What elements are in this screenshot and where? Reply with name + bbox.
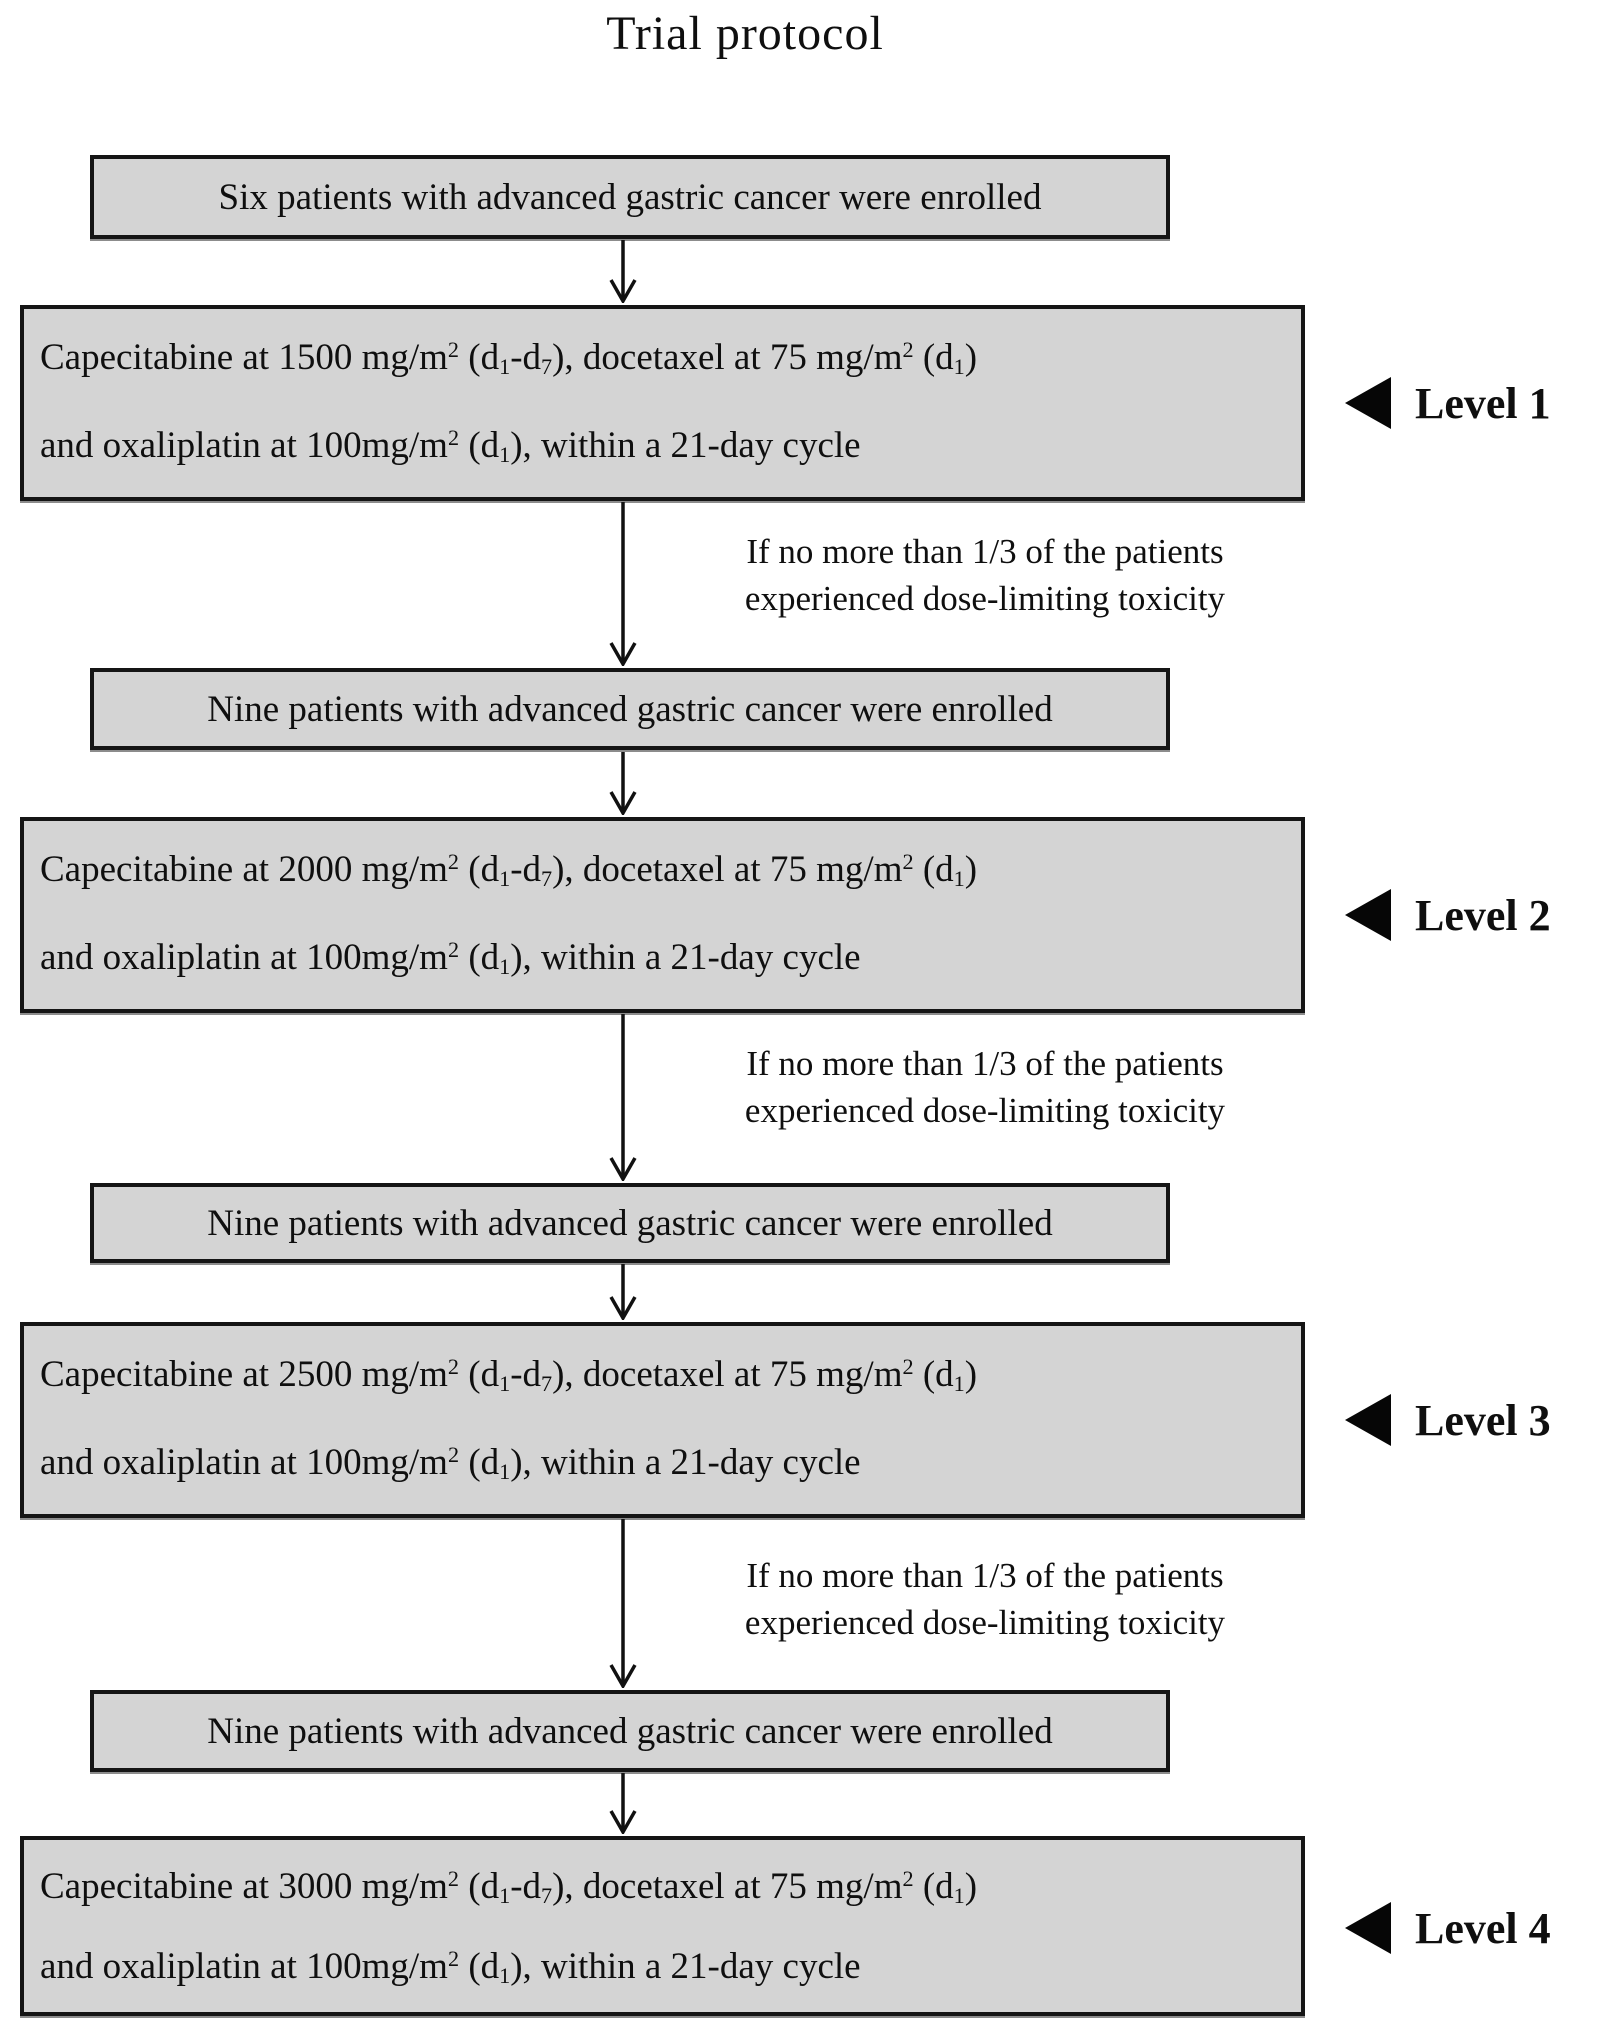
down-arrow-6 <box>609 1519 637 1688</box>
enrollment-box-4-text: Nine patients with advanced gastric canc… <box>207 1710 1053 1752</box>
enrollment-box-3-text: Nine patients with advanced gastric canc… <box>207 1202 1053 1244</box>
level-3-label: Level 3 <box>1415 1395 1551 1445</box>
down-arrow-2 <box>609 502 637 666</box>
dose-level-4-line2: and oxaliplatin at 100mg/m2 (d1), within… <box>40 1945 861 1988</box>
condition-note-1: If no more than 1/3 of the patients expe… <box>655 528 1315 622</box>
enrollment-box-2: Nine patients with advanced gastric canc… <box>90 668 1170 750</box>
condition-note-3: If no more than 1/3 of the patients expe… <box>655 1552 1315 1646</box>
down-arrow-4 <box>609 1014 637 1181</box>
left-triangle-icon <box>1345 1394 1391 1446</box>
enrollment-box-4: Nine patients with advanced gastric canc… <box>90 1690 1170 1772</box>
condition-note-1-line2: experienced dose-limiting toxicity <box>744 579 1226 618</box>
condition-note-2-line1: If no more than 1/3 of the patients <box>746 1044 1224 1083</box>
level-1-label: Level 1 <box>1415 378 1551 428</box>
dose-level-1-line2: and oxaliplatin at 100mg/m2 (d1), within… <box>40 424 861 467</box>
condition-note-1-line1: If no more than 1/3 of the patients <box>746 532 1224 571</box>
down-arrow-7 <box>609 1773 637 1834</box>
level-1-marker: Level 1 <box>1345 375 1623 431</box>
dose-level-1-box: Capecitabine at 1500 mg/m2 (d1-d7), doce… <box>20 305 1305 501</box>
dose-level-2-box: Capecitabine at 2000 mg/m2 (d1-d7), doce… <box>20 817 1305 1013</box>
condition-note-2-line2: experienced dose-limiting toxicity <box>744 1091 1226 1130</box>
dose-level-4-box: Capecitabine at 3000 mg/m2 (d1-d7), doce… <box>20 1836 1305 2016</box>
enrollment-box-1-text: Six patients with advanced gastric cance… <box>218 176 1042 218</box>
level-4-label: Level 4 <box>1415 1903 1551 1953</box>
dose-level-3-line2: and oxaliplatin at 100mg/m2 (d1), within… <box>40 1441 861 1484</box>
level-2-label: Level 2 <box>1415 890 1551 940</box>
enrollment-box-3: Nine patients with advanced gastric canc… <box>90 1183 1170 1263</box>
dose-level-2-line2: and oxaliplatin at 100mg/m2 (d1), within… <box>40 936 861 979</box>
left-triangle-icon <box>1345 377 1391 429</box>
left-triangle-icon <box>1345 1902 1391 1954</box>
figure-title: Trial protocol <box>606 7 884 60</box>
enrollment-box-2-text: Nine patients with advanced gastric canc… <box>207 688 1053 730</box>
left-triangle-icon <box>1345 889 1391 941</box>
level-3-marker: Level 3 <box>1345 1392 1623 1448</box>
dose-level-4-line1: Capecitabine at 3000 mg/m2 (d1-d7), doce… <box>40 1865 978 1908</box>
dose-level-1-line1: Capecitabine at 1500 mg/m2 (d1-d7), doce… <box>40 336 978 379</box>
level-2-marker: Level 2 <box>1345 887 1623 943</box>
level-4-marker: Level 4 <box>1345 1900 1623 1956</box>
dose-level-3-box: Capecitabine at 2500 mg/m2 (d1-d7), doce… <box>20 1322 1305 1518</box>
condition-note-3-line2: experienced dose-limiting toxicity <box>744 1603 1226 1642</box>
down-arrow-5 <box>609 1264 637 1320</box>
condition-note-2: If no more than 1/3 of the patients expe… <box>655 1040 1315 1134</box>
down-arrow-1 <box>609 240 637 303</box>
dose-level-2-line1: Capecitabine at 2000 mg/m2 (d1-d7), doce… <box>40 848 978 891</box>
dose-level-3-line1: Capecitabine at 2500 mg/m2 (d1-d7), doce… <box>40 1353 978 1396</box>
condition-note-3-line1: If no more than 1/3 of the patients <box>746 1556 1224 1595</box>
enrollment-box-1: Six patients with advanced gastric cance… <box>90 155 1170 239</box>
down-arrow-3 <box>609 752 637 815</box>
